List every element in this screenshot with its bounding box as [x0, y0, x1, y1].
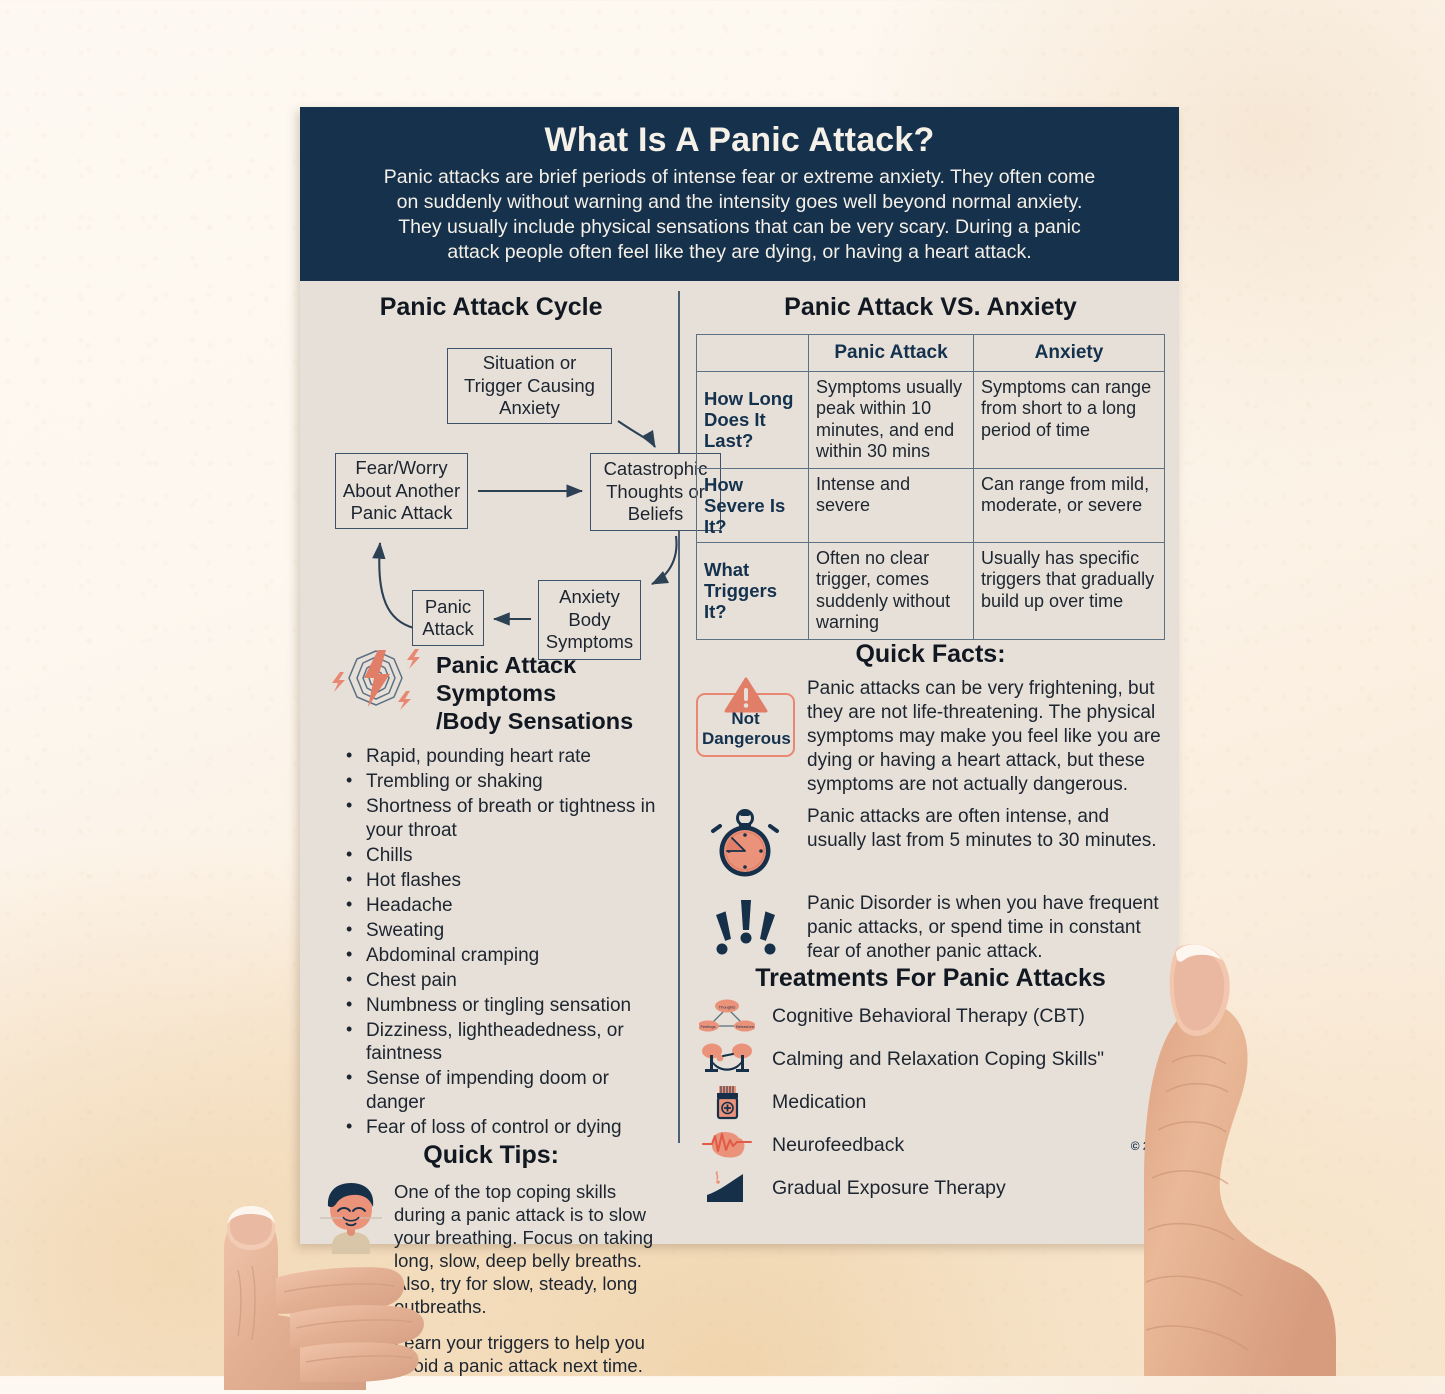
- table-row: How Severe Is It? Intense and severe Can…: [696, 467, 1165, 543]
- list-item: Abdominal cramping: [344, 943, 664, 968]
- cycle-node-panic-attack: Panic Attack: [412, 590, 484, 646]
- infographic-card: What Is A Panic Attack? Panic attacks ar…: [300, 107, 1179, 1383]
- spider-web-lightning-icon: [318, 645, 430, 716]
- treatment-label: Medication: [772, 1090, 867, 1113]
- treatment-label: Gradual Exposure Therapy: [772, 1176, 1006, 1199]
- svg-text:Thoughts: Thoughts: [719, 1005, 736, 1010]
- row-label-duration: How Long Does It Last?: [696, 370, 809, 469]
- list-item: Headache: [344, 893, 664, 918]
- not-dangerous-badge: Not Dangerous: [696, 677, 795, 757]
- treatment-label: Calming and Relaxation Coping Skills": [772, 1047, 1105, 1070]
- cell-triggers-anxiety: Usually has specific triggers that gradu…: [973, 541, 1165, 640]
- list-item: Shortness of breath or tightness in your…: [344, 794, 664, 842]
- list-item: Fear of loss of control or dying: [344, 1115, 664, 1140]
- stopwatch-icon-wrap: [696, 805, 795, 884]
- badge-line-2: Dangerous: [702, 728, 791, 748]
- cycle-section-title: Panic Attack Cycle: [379, 293, 603, 321]
- table-header-row: Panic Attack Anxiety: [696, 334, 1165, 372]
- cbt-triangle-icon: Thoughts Feelings Behaviors: [696, 999, 758, 1033]
- quick-tip-1: One of the top coping skills during a pa…: [318, 1180, 664, 1318]
- table-col-anxiety: Anxiety: [973, 334, 1165, 372]
- calm-breathing-face-icon: [318, 1180, 384, 1259]
- cycle-node-trigger: Situation or Trigger Causing Anxiety: [447, 348, 612, 424]
- warning-triangle-icon: [724, 677, 768, 718]
- hammock-relaxation-icon: [696, 1042, 758, 1076]
- badge-line-1: Not: [731, 708, 760, 728]
- treatments-title: Treatments For Panic Attacks: [755, 963, 1106, 992]
- cycle-node-anxiety-body: Anxiety Body Symptoms: [538, 580, 641, 660]
- cell-duration-anxiety: Symptoms can range from short to a long …: [973, 370, 1165, 469]
- header-intro-text: Panic attacks are brief periods of inten…: [383, 166, 1096, 263]
- list-item: Numbness or tingling sensation: [344, 993, 664, 1018]
- card-header: What Is A Panic Attack? Panic attacks ar…: [300, 107, 1179, 281]
- symptoms-heading: Panic Attack Symptoms /Body Sensations: [318, 645, 664, 735]
- panic-vs-anxiety-table: Panic Attack Anxiety How Long Does It La…: [696, 334, 1165, 640]
- table-row: What Triggers It? Often no clear trigger…: [696, 541, 1165, 640]
- list-item: Chills: [344, 843, 664, 868]
- brain-waveform-icon: [696, 1128, 758, 1162]
- symptoms-title: Panic Attack Symptoms /Body Sensations: [436, 652, 634, 734]
- cell-severity-panic: Intense and severe: [808, 467, 974, 543]
- quick-tip-1-text: One of the top coping skills during a pa…: [394, 1180, 654, 1317]
- left-column: Panic Attack Cycle: [300, 281, 721, 1383]
- treatment-item-relaxation: Calming and Relaxation Coping Skills": [696, 1040, 1165, 1079]
- quick-fact-2: Panic attacks are often intense, and usu…: [696, 805, 1165, 884]
- pill-bottle-icon: [696, 1084, 758, 1120]
- table-col-panic-attack: Panic Attack: [808, 334, 974, 372]
- page-title: What Is A Panic Attack?: [544, 121, 935, 159]
- treatment-label: Neurofeedback: [772, 1133, 905, 1156]
- quick-fact-3: Panic Disorder is when you have frequent…: [696, 892, 1165, 964]
- quick-tips-title: Quick Tips:: [423, 1140, 559, 1169]
- cycle-arrows: [372, 420, 678, 630]
- treatment-item-exposure: Gradual Exposure Therapy: [696, 1169, 1165, 1208]
- left-hand: [180, 1100, 600, 1390]
- row-label-severity: How Severe Is It?: [696, 467, 809, 543]
- comparison-section-title: Panic Attack VS. Anxiety: [784, 293, 1077, 321]
- cell-duration-panic: Symptoms usually peak within 10 minutes,…: [808, 370, 974, 469]
- treatment-item-neurofeedback: Neurofeedback: [696, 1126, 1165, 1165]
- list-item: Hot flashes: [344, 868, 664, 893]
- exclamation-marks-icon: [696, 892, 795, 963]
- cell-triggers-panic: Often no clear trigger, comes suddenly w…: [808, 541, 974, 640]
- row-label-triggers: What Triggers It?: [696, 541, 809, 640]
- quick-tip-2-text: Learn your triggers to help you avoid a …: [394, 1331, 645, 1376]
- right-column: Panic Attack VS. Anxiety Panic Attack An…: [680, 281, 1179, 1202]
- exclamation-icon-wrap: [696, 892, 795, 963]
- treatment-label: Cognitive Behavioral Therapy (CBT): [772, 1004, 1085, 1027]
- quick-fact-2-text: Panic attacks are often intense, and usu…: [807, 805, 1157, 851]
- column-divider: [678, 291, 680, 1143]
- treatment-item-medication: Medication: [696, 1083, 1165, 1122]
- quick-facts-title: Quick Facts:: [855, 639, 1006, 668]
- list-item: Dizziness, lightheadedness, or faintness: [344, 1018, 664, 1066]
- cell-severity-anxiety: Can range from mild, moderate, or severe: [973, 467, 1165, 543]
- list-item: Trembling or shaking: [344, 769, 664, 794]
- svg-text:Feelings: Feelings: [700, 1024, 715, 1029]
- card-body: Panic Attack Cycle: [300, 281, 1179, 1383]
- table-row: How Long Does It Last? Symptoms usually …: [696, 370, 1165, 469]
- list-item: Sweating: [344, 918, 664, 943]
- quick-fact-1-text: Panic attacks can be very frightening, b…: [807, 677, 1161, 795]
- quick-fact-1: Not Dangerous Panic attacks can be ver: [696, 677, 1165, 797]
- right-hand: [1100, 930, 1430, 1376]
- svg-text:Behaviors: Behaviors: [736, 1024, 754, 1029]
- treatment-item-cbt: Thoughts Feelings Behaviors Cognitive Be…: [696, 997, 1165, 1036]
- list-item: Sense of impending doom or danger: [344, 1066, 664, 1114]
- cycle-node-fear: Fear/Worry About Another Panic Attack: [335, 453, 468, 529]
- gradual-ramp-icon: [696, 1171, 758, 1205]
- quick-fact-3-text: Panic Disorder is when you have frequent…: [807, 892, 1159, 962]
- stopwatch-icon: [696, 805, 795, 884]
- list-item: Chest pain: [344, 968, 664, 993]
- panic-attack-cycle-diagram: Situation or Trigger Causing Anxiety Cat…: [318, 328, 721, 660]
- symptoms-list: Rapid, pounding heart rate Trembling or …: [318, 744, 664, 1140]
- list-item: Rapid, pounding heart rate: [344, 744, 664, 769]
- table-col-blank: [696, 334, 809, 372]
